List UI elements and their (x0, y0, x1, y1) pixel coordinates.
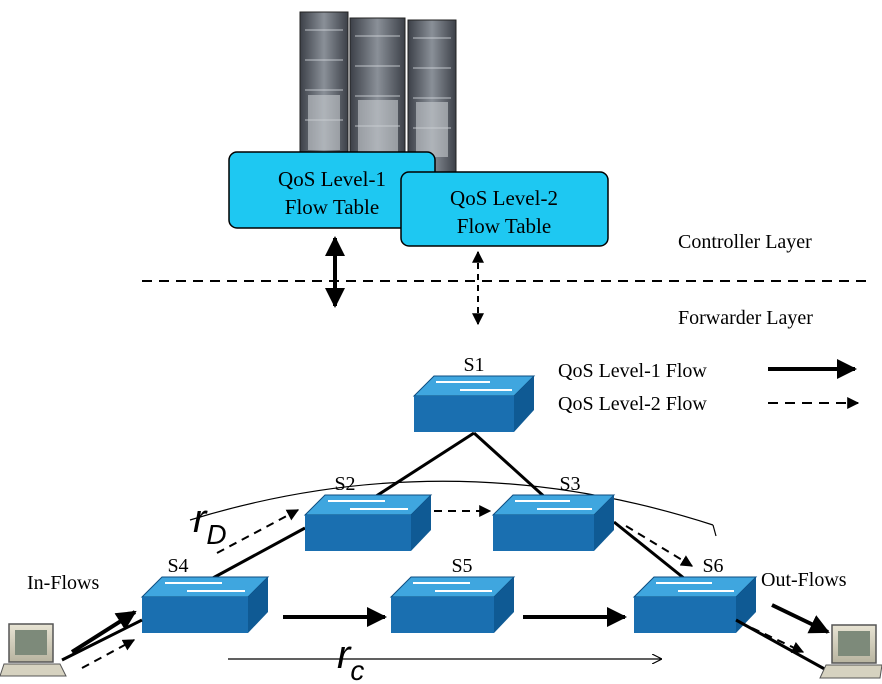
flow-in-s4 (70, 610, 137, 654)
switch-s3-label: S3 (559, 473, 580, 495)
flow-in-s4-l2 (81, 639, 136, 669)
switch-s5 (389, 576, 516, 633)
in-flows-label: In-Flows (27, 572, 99, 594)
switch-s6-label: S6 (702, 555, 723, 577)
switch-s4 (140, 576, 270, 633)
switch-s4-label: S4 (167, 555, 188, 577)
flow-table-level1-line2: Flow Table (285, 195, 379, 219)
switch-s2-label: S2 (334, 473, 355, 495)
legend-level2-label: QoS Level-2 Flow (558, 393, 707, 415)
link-s6-host-out (735, 618, 831, 674)
computer-icon-out (819, 624, 882, 679)
switch-s3 (491, 494, 616, 551)
flow-table-level2: QoS Level-2 Flow Table (400, 171, 609, 247)
switch-s6 (632, 576, 758, 633)
level1-flow-arrows (70, 603, 830, 654)
link-s1-s3 (472, 431, 550, 502)
flow-table-level1: QoS Level-1 Flow Table (228, 151, 436, 229)
topology-links (199, 431, 691, 587)
link-s3-s6 (613, 520, 691, 585)
link-s2-s4 (199, 526, 306, 587)
computer-icon (0, 623, 67, 677)
link-s1-s2 (369, 431, 475, 502)
out-flows-label: Out-Flows (761, 569, 847, 591)
legend-level1-label: QoS Level-1 Flow (558, 360, 707, 382)
route-rc-label: rc (337, 633, 364, 684)
flow-table-level2-line1: QoS Level-2 (450, 186, 558, 210)
flow-s6-out (771, 603, 830, 634)
flow-s6-out-l2 (751, 627, 805, 653)
route-rd-arc (189, 480, 714, 526)
route-rd-label: rD (193, 497, 227, 550)
flow-s4-s2 (216, 509, 300, 554)
link-host-in-s4 (61, 618, 143, 662)
switch-s1 (412, 375, 536, 432)
forwarder-layer-label: Forwarder Layer (678, 307, 813, 329)
flow-table-level1-line1: QoS Level-1 (278, 167, 386, 191)
network-switch-icon (436, 381, 512, 391)
switch-s2 (303, 494, 433, 551)
switch-s5-label: S5 (451, 555, 472, 577)
switch-s1-label: S1 (463, 354, 484, 376)
controller-layer-label: Controller Layer (678, 231, 812, 253)
route-rd-tick (712, 524, 717, 537)
level2-flow-arrows (81, 505, 805, 669)
flow-table-level2-line2: Flow Table (457, 214, 551, 238)
